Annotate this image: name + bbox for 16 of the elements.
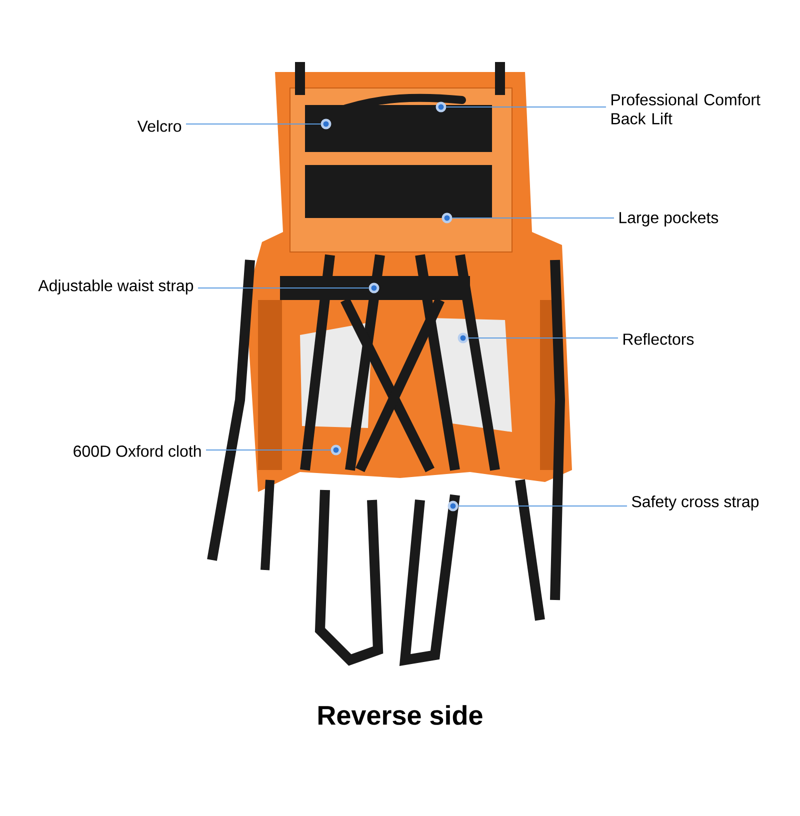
marker-dot <box>368 282 380 294</box>
marker-dot <box>458 332 468 344</box>
callout-label: Adjustable waist strap <box>38 280 194 294</box>
callout-label: Safety cross strap <box>632 496 759 510</box>
callout-label: Professional Comfort Back Lift <box>612 94 760 124</box>
caption: Reverse side <box>318 705 482 725</box>
callout-label: 600D Oxford cloth <box>74 445 201 457</box>
marker-dot <box>330 444 342 456</box>
callout-label: Velcro <box>137 120 182 132</box>
leader-line <box>446 106 606 108</box>
callout-label: Reflectors <box>624 333 694 345</box>
marker-dot <box>436 102 446 112</box>
marker-dot <box>448 500 458 512</box>
callout-label: Large pockets <box>620 212 718 226</box>
marker-dot <box>320 118 332 130</box>
marker-dot <box>442 212 452 224</box>
